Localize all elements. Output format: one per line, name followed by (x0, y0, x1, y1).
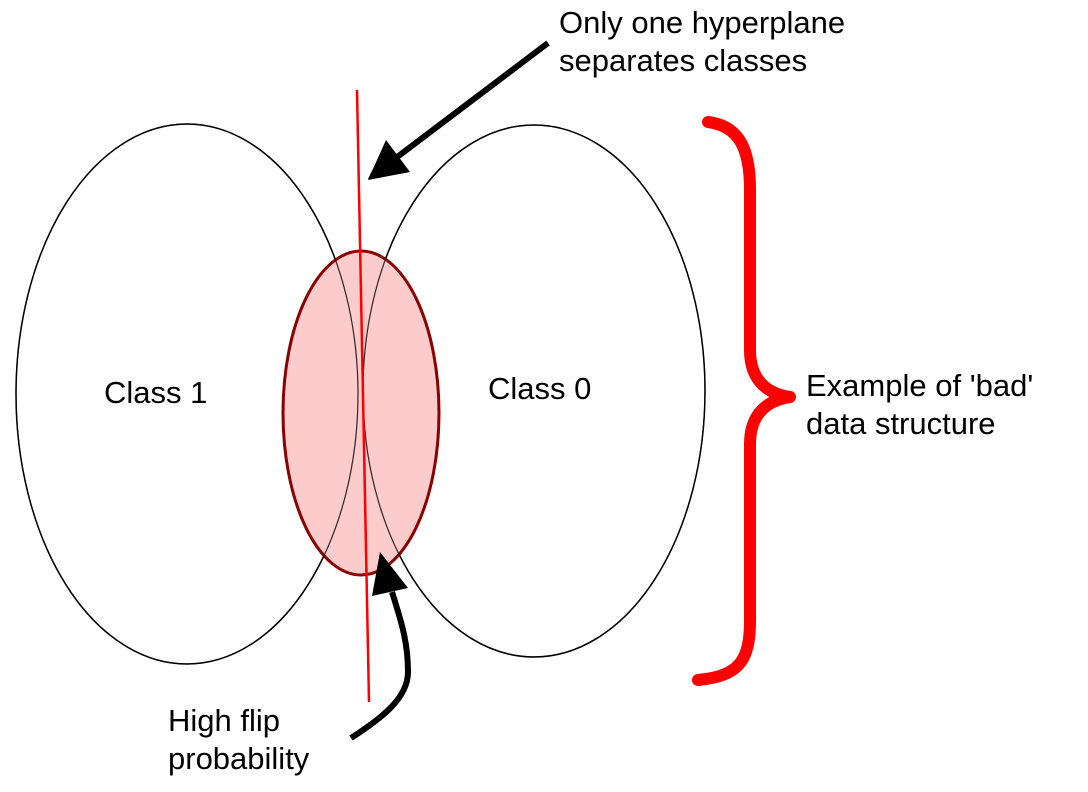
class-1-ellipse-overlay (15, 123, 359, 665)
hyperplane-callout-label: Only one hyperplane separates classes (559, 4, 845, 80)
class-1-label: Class 1 (104, 375, 208, 410)
example-callout-line-1: Example of 'bad' (806, 368, 1034, 403)
example-callout-line-2: data structure (806, 406, 996, 441)
example-callout-label: Example of 'bad' data structure (806, 367, 1033, 443)
flip-probability-label: High flip probability (168, 702, 309, 778)
flip-probability-line-2: probability (168, 741, 310, 776)
hyperplane-line (355, 89, 371, 703)
flip-arrow (349, 591, 412, 741)
curly-brace-icon (692, 116, 796, 686)
hyperplane-arrow (368, 40, 550, 180)
hyperplane-callout-line-1: Only one hyperplane (559, 5, 846, 40)
hyperplane-callout-line-2: separates classes (559, 43, 808, 78)
hyperplane-arrow-head-icon (368, 140, 410, 180)
flip-probability-line-1: High flip (168, 703, 280, 738)
class-0-label: Class 0 (488, 371, 592, 406)
flip-arrow-head-icon (372, 552, 408, 596)
